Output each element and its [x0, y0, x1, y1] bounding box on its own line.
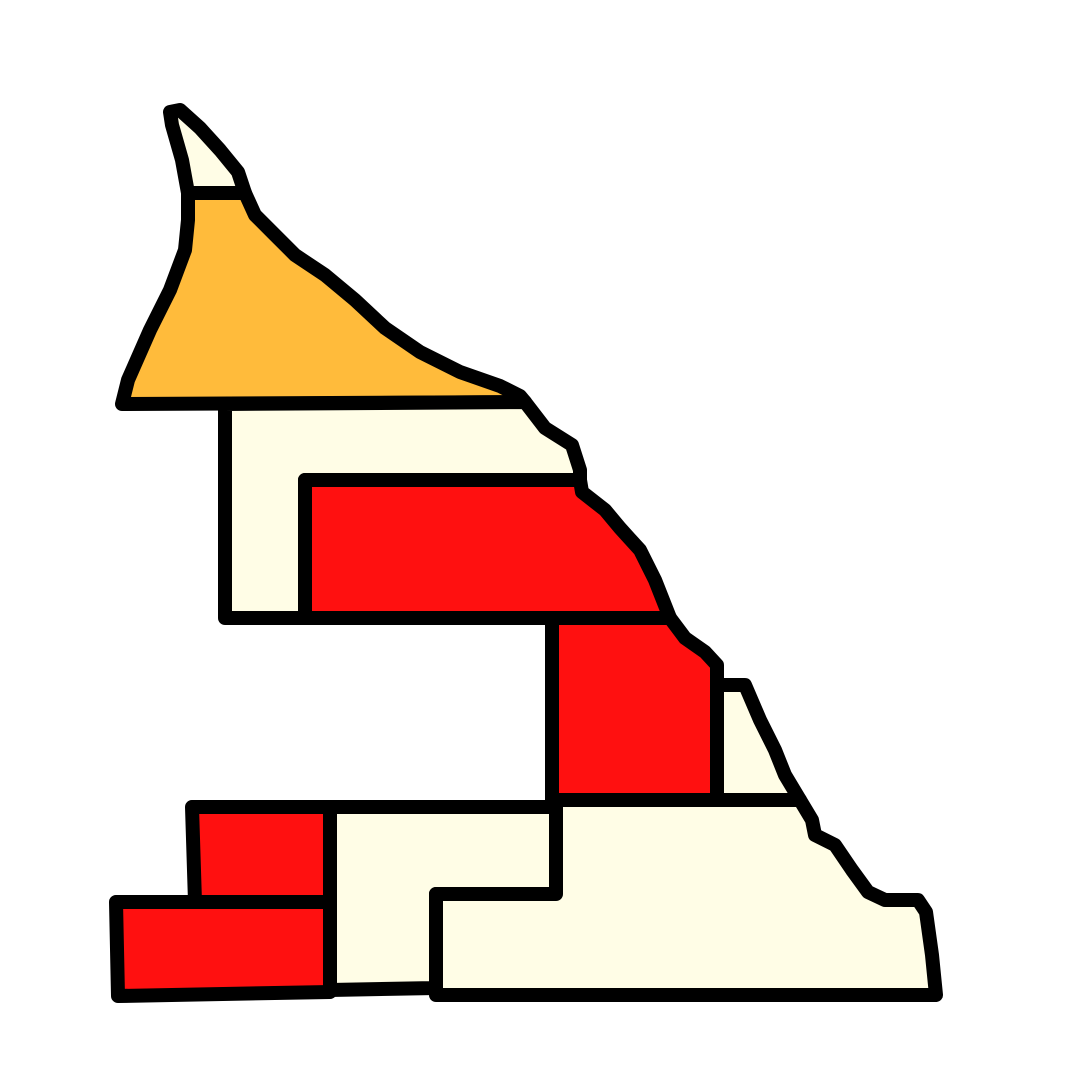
red-bottom-left-block	[109, 895, 337, 1003]
cream-tip-block	[163, 103, 252, 200]
red-vertical-block	[545, 611, 724, 807]
orange-triangle-block	[115, 186, 532, 411]
cream-bottom-right-block	[429, 793, 943, 1002]
red-small-upper-block	[185, 800, 337, 909]
red-large-block	[298, 473, 677, 625]
